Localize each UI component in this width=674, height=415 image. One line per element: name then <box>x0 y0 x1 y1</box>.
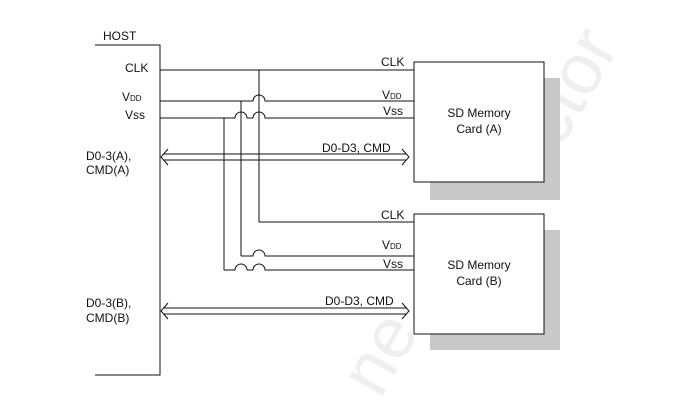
vss-wires <box>160 111 414 271</box>
vdd-wires <box>160 94 414 257</box>
host-clk-label: CLK <box>125 61 148 75</box>
data-bus-b <box>160 302 410 320</box>
card-b-vdd-label: VDD <box>382 238 402 252</box>
bus-a-arrow-right <box>401 148 410 166</box>
card-a-vdd-label: VDD <box>382 88 402 102</box>
host-block: HOST CLK VDD Vss D0-3(A), CMD(A) D0-3(B)… <box>86 29 161 376</box>
card-b-title-2: Card (B) <box>456 274 501 288</box>
host-bus-a-label-2: CMD(A) <box>86 163 129 177</box>
host-bus-b-label-2: CMD(B) <box>86 311 129 325</box>
data-bus-a <box>160 148 410 166</box>
card-a-bus-label: D0-D3, CMD <box>322 141 391 155</box>
card-b-box <box>413 213 545 335</box>
host-title: HOST <box>103 29 137 43</box>
bus-b-arrow-left <box>160 302 169 320</box>
card-b-title-1: SD Memory <box>447 258 510 272</box>
host-vss-label: Vss <box>125 108 145 122</box>
bus-a-arrow-left <box>160 148 169 166</box>
card-a-clk-label: CLK <box>381 55 404 69</box>
card-a-vss-label: Vss <box>383 104 403 118</box>
card-a-title-1: SD Memory <box>447 106 510 120</box>
card-a-box <box>413 61 545 183</box>
bus-b-arrow-right <box>401 302 410 320</box>
card-b-bus-label: D0-D3, CMD <box>325 294 394 308</box>
host-bus-a-label-1: D0-3(A), <box>86 149 131 163</box>
card-a-title-2: Card (A) <box>456 122 501 136</box>
card-b: SD Memory Card (B) CLK VDD Vss D0-D3, CM… <box>325 208 560 350</box>
card-b-vss-label: Vss <box>383 257 403 271</box>
card-b-clk-label: CLK <box>381 208 404 222</box>
host-vdd-label: VDD <box>122 90 142 104</box>
host-bus-b-label-1: D0-3(B), <box>86 296 131 310</box>
card-a: SD Memory Card (A) CLK VDD Vss D0-D3, CM… <box>322 55 560 200</box>
